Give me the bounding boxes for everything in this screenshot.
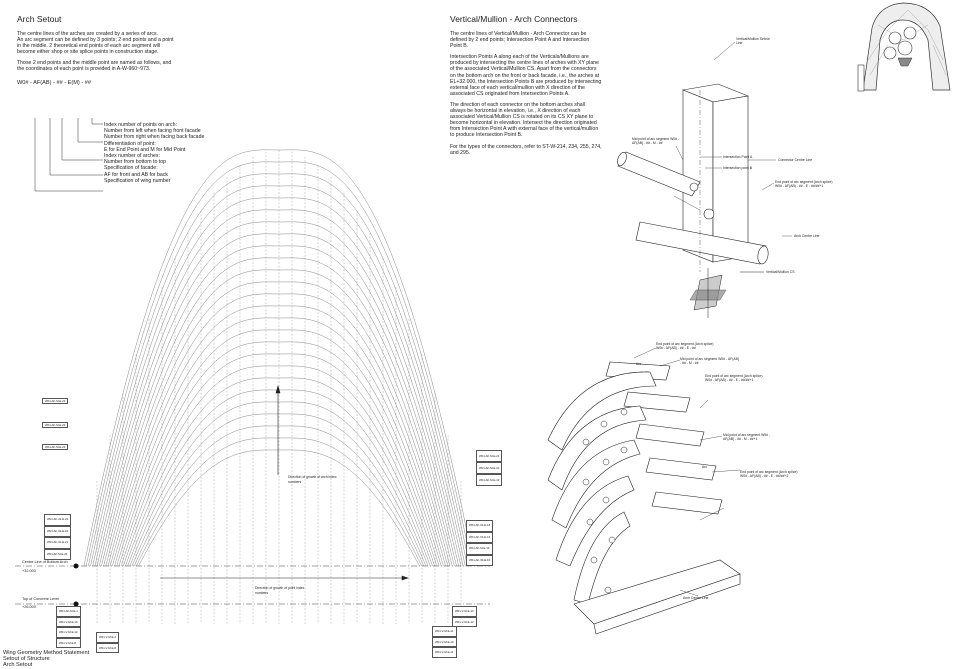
connector-para-1: The centre lines of Vertical/Mullion - A… (450, 31, 590, 50)
footer-line-3: Arch Setout (3, 662, 33, 669)
point-tag: W01-V-M-E-4 (96, 632, 119, 643)
tag-list-right-mid: W01-AF-02-E-18 W01-AF-01-E-16 W01-AF-M-E… (466, 520, 494, 566)
point-b-label: Intersection point B (723, 166, 753, 170)
index-note-4: Differentiation of point: (104, 140, 156, 147)
index-note-2: Number from left when facing front facad… (104, 128, 201, 135)
point-tag: W01-AF-M-E-1 (56, 606, 81, 617)
point-tag: W01-V-M-E-11 (432, 647, 457, 658)
bottom-arch-level: +32.000 (22, 569, 36, 573)
mullion-setout-label: Vertical/Mullion Setout Line (736, 37, 770, 45)
index-note-7: Number from bottom to top (104, 159, 166, 166)
arc-label-2: Arc (702, 465, 708, 469)
point-tag: W01-V-M-E-8 (56, 637, 81, 648)
cs-label: Vertical/Mullion CS (766, 270, 795, 274)
footer-line-2: Setout of Structure (3, 656, 50, 663)
arch-end-point-3: End point of arc segment (Arch splice) W… (740, 470, 798, 478)
index-notes: Index number of points on arch: Number f… (104, 122, 254, 184)
arch-setout-title: Arch Setout (17, 14, 62, 24)
connector-cl-label: Connector Centre Line (778, 158, 813, 162)
point-tag: W01-AF-02-E-18 (466, 520, 494, 532)
point-tag: W01-AF-00-E-10 (466, 554, 494, 566)
end-point-label: End point of arc segment (Arch splice) W… (775, 180, 833, 188)
point-tag: W01-V-M-E-12 (452, 616, 477, 627)
footer-title-block: Wing Geometry Method Statement Setout of… (3, 650, 89, 669)
tag-list-right-bottom: W01-V-M-E-11 W01-V-M-E-10 W01-V-M-E-11 (432, 626, 457, 658)
growth-arch-index-label: Direction of growth of arch index number… (288, 475, 337, 484)
point-tag: W01-AF-M-E-22 (42, 422, 69, 428)
footer-line-1: Wing Geometry Method Statement (3, 650, 90, 656)
arch-setout-para-1: The centre lines of the arches are creat… (17, 31, 158, 37)
index-note-1: Index number of points on arch: (104, 122, 177, 128)
tag-list-left-bottom: W01-V-M-E-4 W01-V-M-E-8 (96, 632, 119, 653)
point-tag: W01-AF-M-E-23 (42, 398, 69, 404)
point-naming-code: W0# - AF(AB) - ## - E(M) - ## (17, 79, 91, 86)
index-note-10: Specification of wing number (104, 177, 171, 184)
point-tag: W01-AF-M-E-20 (44, 548, 72, 560)
arch-setout-para-3: Those 2 end points and the middle point … (17, 60, 172, 73)
point-tag: W01-AF-M-E-19 (476, 474, 503, 486)
tag-list-right-low: W01-V-M-E-13 W01-V-M-E-12 (452, 606, 477, 627)
index-note-6: Index number of arches: (104, 153, 160, 160)
point-tag: W01-AF-M-E-21 (476, 450, 503, 462)
connector-para-3: The direction of each connector on the b… (450, 101, 599, 139)
point-tag: W01-AF-M-E-20 (476, 462, 503, 474)
growth-point-index-label: Direction of growth of point index numbe… (255, 586, 305, 595)
arc-label-1: Arc (636, 362, 642, 366)
connector-title: Vertical/Mullion - Arch Connectors (450, 14, 578, 24)
point-tag: W01-V-M-E-8 (96, 642, 119, 653)
tag-list-left-mid: W01-AF-22-E-22 W01-AF-02-E-22 W01-AF-01-… (44, 514, 72, 560)
bottom-arch-label: Centre Line of Bottom Arch (22, 560, 68, 564)
point-tag: W01-V-M-E-11 (432, 626, 457, 637)
connector-para-4: For the types of the connectors, refer t… (450, 143, 602, 156)
point-tag: W01-AF-01-E-21 (44, 537, 72, 549)
index-note-3: Number from right when facing back facad… (104, 134, 205, 141)
key-plan (857, 2, 951, 92)
tag-list-left-upper: W01-AF-M-E-23 W01-AF-M-E-22 W01-AF-M-E-2… (42, 398, 69, 450)
point-tag: W01-AF-02-E-22 (44, 525, 72, 537)
index-note-8: Specification of facade: (104, 165, 158, 172)
index-note-9: AF for front and AB for back (104, 171, 169, 178)
point-tag: W01-AF-22-E-22 (44, 514, 72, 526)
point-tag: W01-V-M-E-13 (452, 606, 477, 617)
arch-cl-label-1: Arch Centre Line (794, 234, 820, 238)
point-tag: W01-V-M-E-10 (432, 636, 457, 647)
point-tag: W01-AF-01-E-16 (466, 531, 494, 543)
point-a-label: Intersection Point A (723, 155, 753, 159)
tag-list-right-upper: W01-AF-M-E-21 W01-AF-M-E-20 W01-AF-M-E-1… (476, 450, 503, 486)
index-note-5: E for End Point and M for Mid Point (104, 146, 186, 153)
arch-end-point-2: End point of arc segment (Arch splice) W… (705, 374, 763, 382)
connector-section: Vertical/Mullion - Arch Connectors The c… (450, 14, 602, 161)
point-tag: W01-AF-M-E-22 (42, 444, 69, 450)
arch-cl-label-2: Arch Centre Line (683, 596, 709, 600)
connector-para-2: Intersection Points A along each of the … (450, 54, 602, 97)
arch-setout-section: Arch Setout The centre lines of the arch… (17, 14, 177, 86)
concrete-level-label: Top of Concrete Level (22, 597, 59, 601)
arch-mid-point-1: Mid point of arc segment W0# - AF(AB) - … (680, 357, 739, 365)
point-tag: W01-AF-M-E-13 (466, 543, 494, 555)
arch-mid-point-2: Mid point of arc segment W0# - AF(AB) - … (723, 433, 771, 441)
arch-setout-para-2: An arc segment can be defined by 3 point… (17, 37, 174, 56)
arch-end-point-1: End point of arc segment (Arch splice) W… (656, 342, 714, 350)
tag-list-left-low: W01-AF-M-E-1 W01-V-M-E-16 W01-V-M-E-12 W… (56, 606, 81, 648)
point-tag: W01-V-M-E-16 (56, 616, 81, 627)
point-tag: W01-V-M-E-12 (56, 627, 81, 638)
mid-point-label: Mid point of arc segment W0# - AF(AB) - … (632, 137, 680, 145)
concrete-level-value: +26.000 (22, 605, 36, 609)
